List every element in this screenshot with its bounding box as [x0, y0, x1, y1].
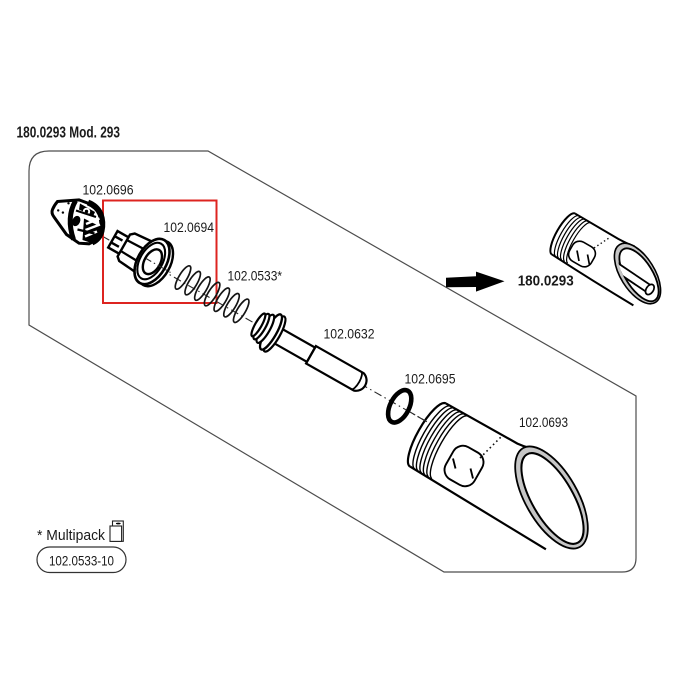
svg-text:102.0533*: 102.0533*: [228, 268, 283, 284]
svg-text:* Multipack: * Multipack: [37, 527, 105, 544]
svg-text:102.0632: 102.0632: [324, 326, 375, 342]
svg-text:180.0293 Mod. 293: 180.0293 Mod. 293: [17, 125, 121, 142]
svg-text:102.0693: 102.0693: [519, 414, 568, 430]
svg-text:180.0293: 180.0293: [518, 273, 574, 290]
svg-text:102.0533-10: 102.0533-10: [49, 553, 114, 569]
svg-text:102.0696: 102.0696: [83, 182, 134, 198]
svg-text:102.0695: 102.0695: [405, 371, 456, 387]
svg-text:102.0694: 102.0694: [164, 219, 215, 235]
